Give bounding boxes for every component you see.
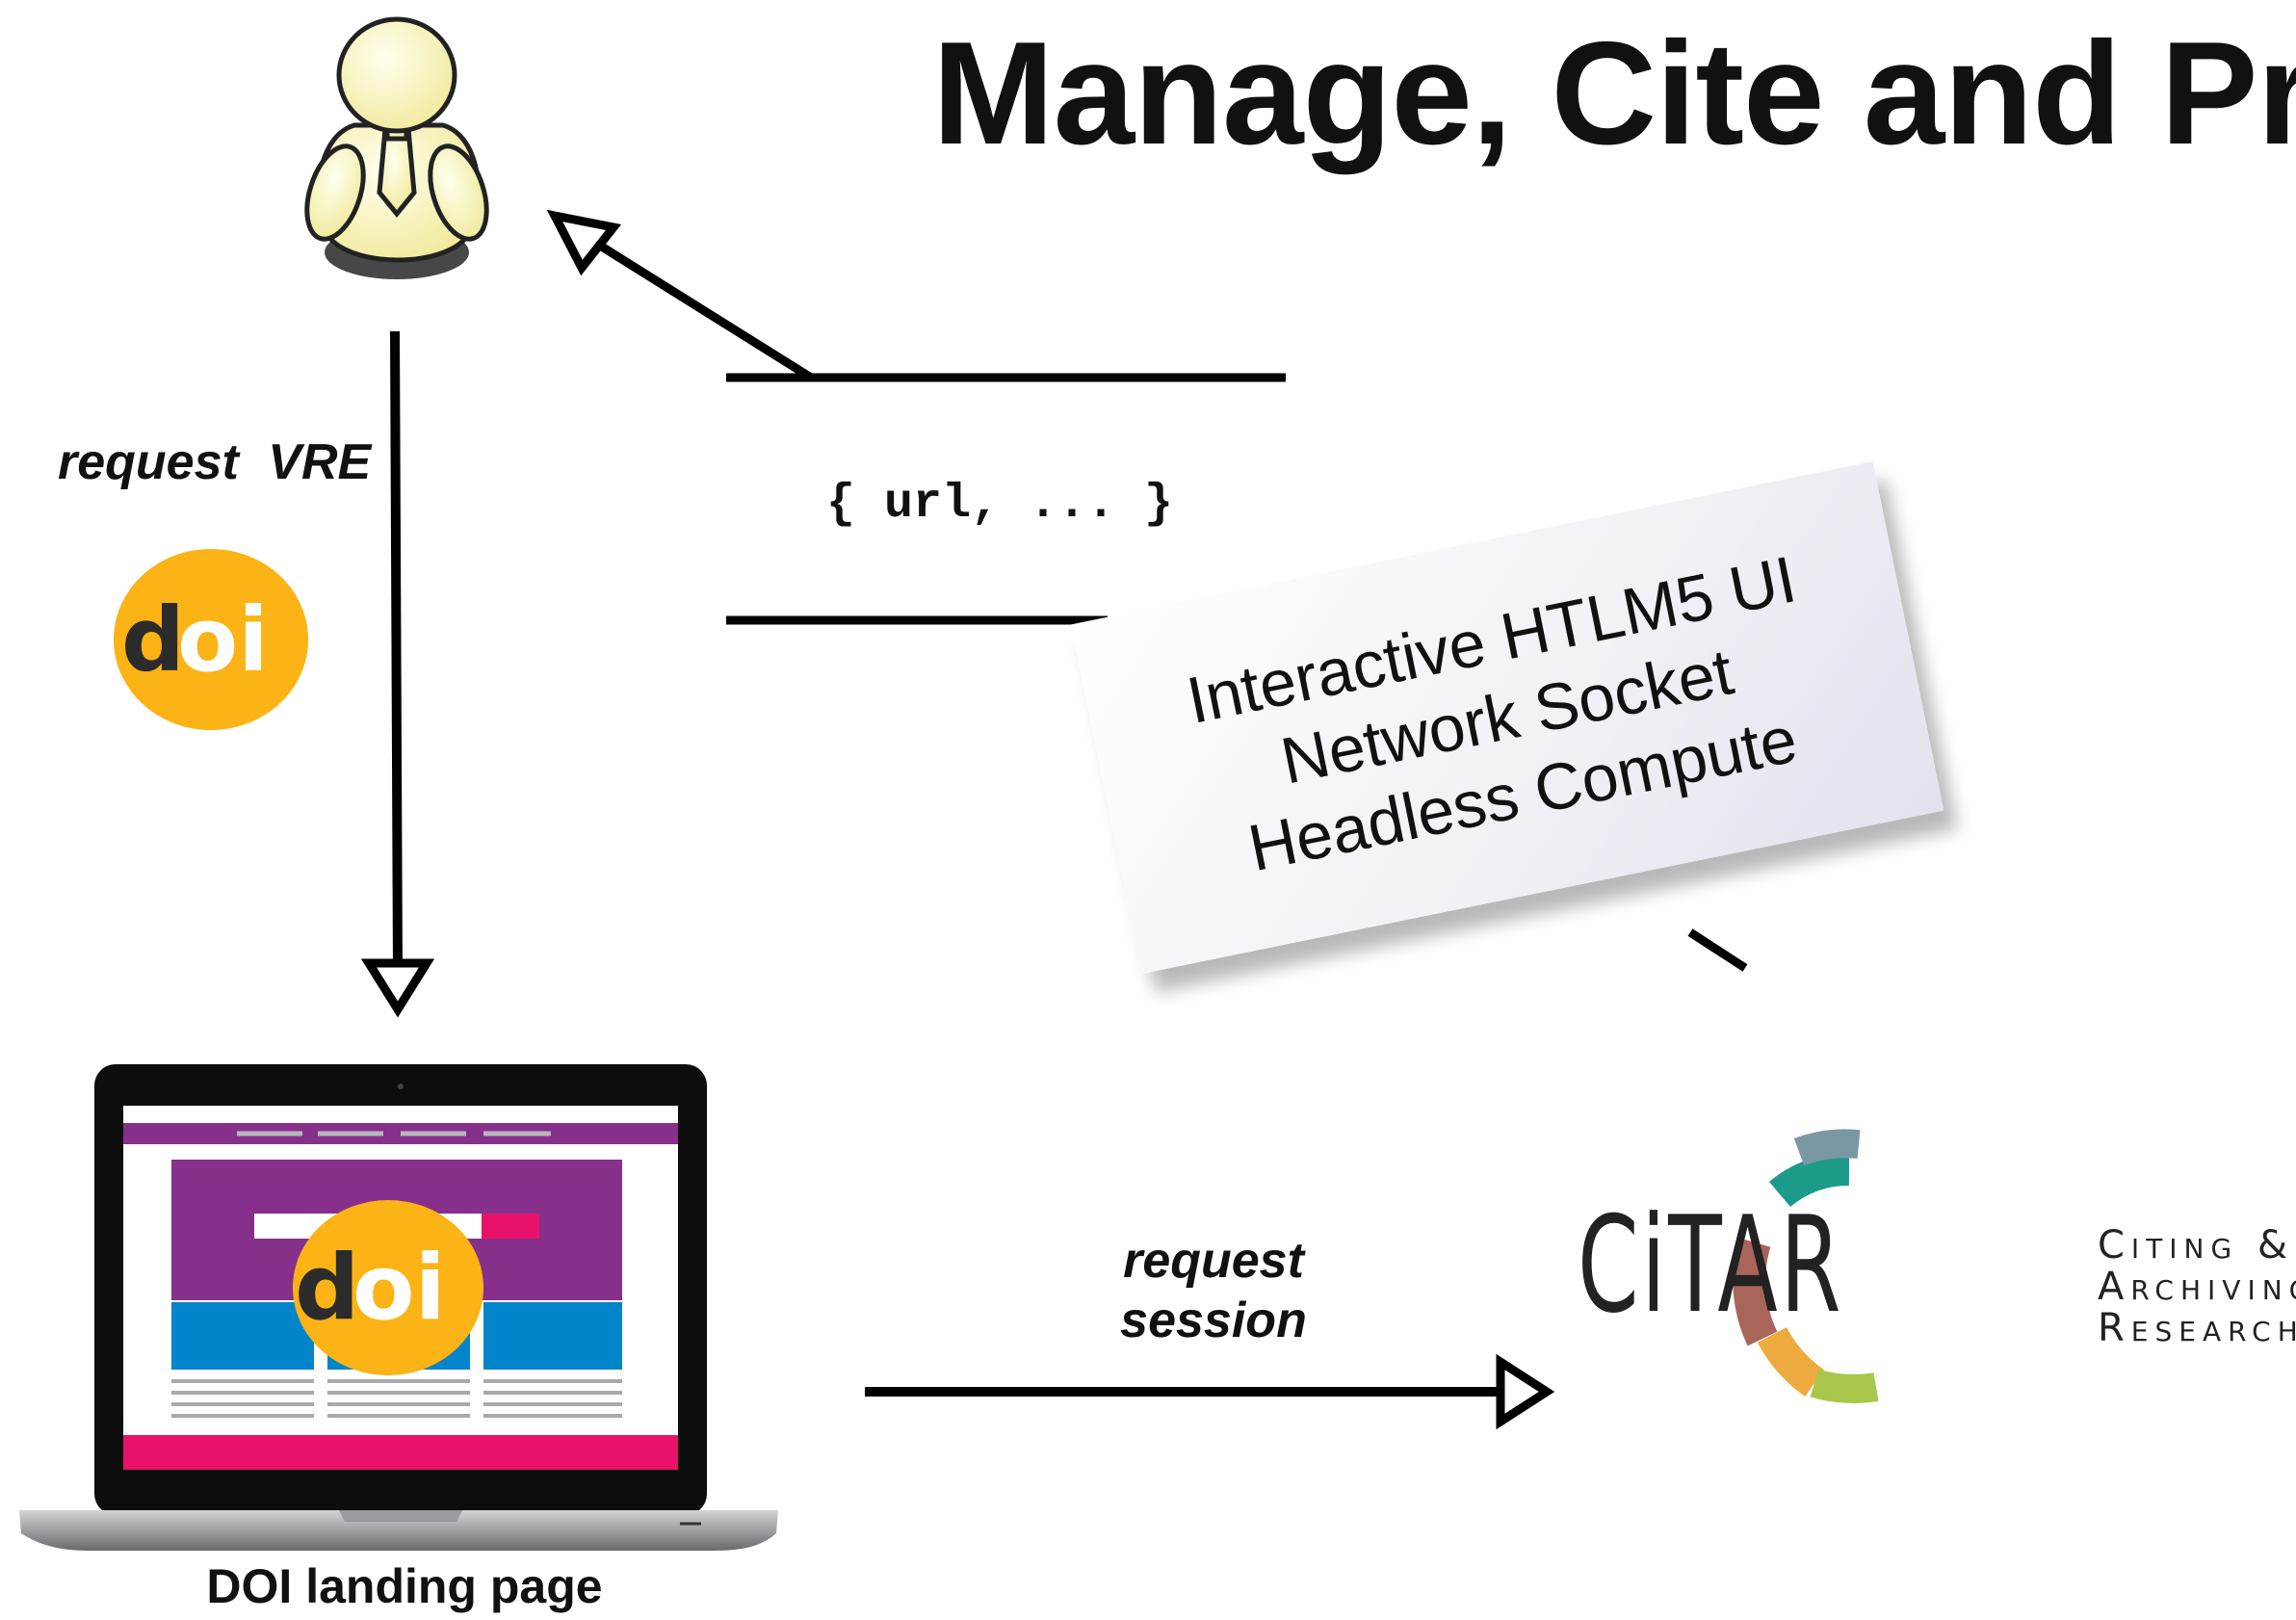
svg-text:oi: oi xyxy=(177,588,269,692)
slide-title: Manage, Cite and Pre xyxy=(932,12,2296,175)
doi-logo-icon: d oi xyxy=(114,549,308,730)
citar-wordmark: CiTAR xyxy=(1578,1188,1844,1343)
landing-footer xyxy=(123,1435,678,1470)
arrow-response xyxy=(546,209,1286,382)
request-session-label: request session xyxy=(1120,1233,1307,1349)
request-vre-label: request VRE xyxy=(58,434,372,490)
svg-text:oi: oi xyxy=(352,1236,446,1341)
svg-text:d: d xyxy=(295,1236,359,1341)
connector-line-tail xyxy=(1687,928,1748,972)
citar-logo-icon xyxy=(1733,1129,1879,1403)
doi-landing-caption: DOI landing page xyxy=(206,1559,603,1613)
citar-tagline: Citing & Archiving Research xyxy=(2098,1223,2296,1351)
user-icon xyxy=(304,16,489,279)
svg-text:d: d xyxy=(121,588,185,692)
arrow-request-session xyxy=(865,1353,1555,1430)
laptop-icon: d oi xyxy=(19,1064,778,1551)
url-payload-label: { url, ... } xyxy=(826,477,1174,532)
arrow-request-vre xyxy=(360,330,435,1018)
